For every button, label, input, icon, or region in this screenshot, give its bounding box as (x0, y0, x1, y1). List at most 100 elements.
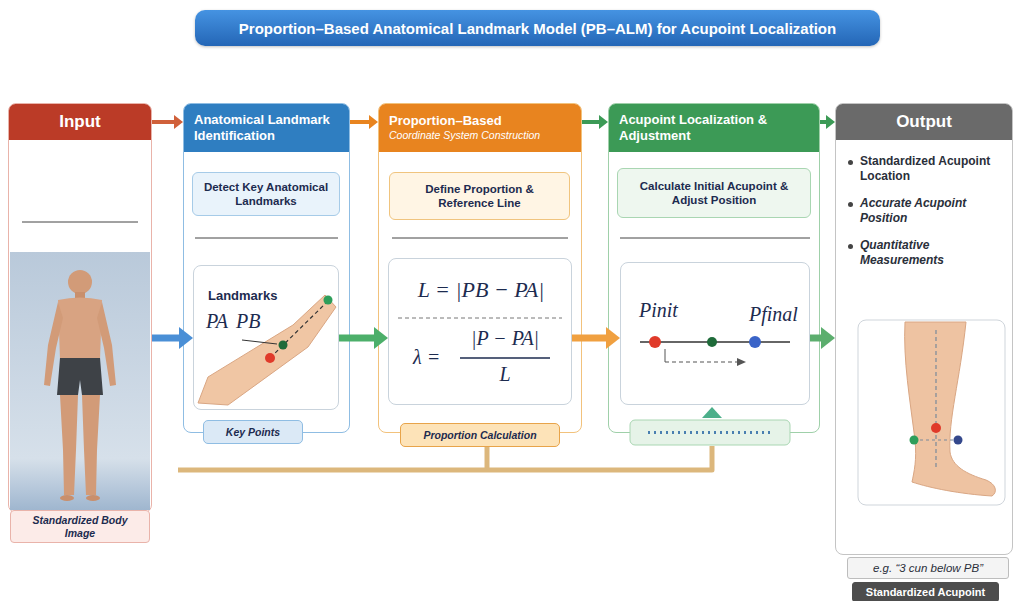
formula-panel: L = |PB − PA| λ = |P − PA| L (388, 258, 572, 405)
arm-illustration-part (265, 353, 275, 363)
formula: λ = (413, 346, 440, 369)
example-note: e.g. “3 cun below PB” (847, 557, 1009, 579)
arrow-shaft (152, 335, 179, 342)
arrow-shaft (810, 335, 821, 342)
adjustment-illustration-part (737, 358, 746, 366)
bullet-text: Standardized Acupoint Location (860, 154, 1004, 184)
adjustment-illustration-part (707, 337, 717, 347)
caption-text: Standardized Body Image (17, 514, 143, 539)
arrow-head (174, 115, 183, 129)
arm-illustration-part (324, 296, 333, 305)
column-title: Anatomical Landmark Identification (194, 112, 339, 143)
feedback-line (178, 446, 712, 470)
text-anchor: L (455, 363, 555, 386)
column-divider-part (22, 222, 138, 223)
result-tab: Standardized Acupoint (852, 582, 999, 601)
bullet-dot (848, 202, 853, 207)
arrow-shaft (350, 120, 369, 124)
text-anchor: |P − PA| (455, 327, 555, 350)
illustration-panel: LandmarksPAPB (193, 265, 339, 410)
stage-column: Anatomical Landmark IdentificationDetect… (183, 103, 350, 433)
arrow-head (821, 327, 835, 349)
leg-illustration-part (905, 322, 996, 496)
formula-rules-part (460, 357, 550, 358)
arrow-shaft (152, 120, 174, 124)
bullet-text: Quantitative Measurements (860, 238, 1004, 268)
arrow-head (606, 327, 620, 349)
body-figure-part (82, 395, 100, 495)
column-header: Anatomical Landmark Identification (184, 104, 349, 152)
flow-arrow (152, 327, 193, 349)
column-header: Output (836, 104, 1012, 140)
note-text: e.g. “3 cun below PB” (873, 562, 983, 574)
text-anchor: PB (236, 310, 260, 333)
text-anchor: λ = (413, 346, 440, 369)
point-label: Pfinal (749, 303, 798, 326)
column-title: Output (896, 112, 952, 132)
stage-column: Acupoint Localization & AdjustmentCalcul… (608, 103, 820, 433)
leg-illustration-part (935, 330, 936, 470)
body-figure-part (68, 270, 92, 294)
point-label: PA (206, 310, 228, 333)
input-column: InputStandardized Body Image (8, 103, 152, 513)
body-figure-part (44, 302, 63, 386)
adjustment-illustration (640, 336, 790, 366)
leg-illustration-part (954, 436, 963, 445)
arrow-shaft (820, 120, 826, 124)
flow-arrow (582, 115, 608, 129)
step-text: Detect Key Anatomical Landmarks (199, 180, 333, 209)
adjustment-illustration-part (749, 336, 761, 348)
column-divider (22, 222, 810, 238)
flow-arrow (152, 115, 183, 129)
text-anchor: L = |PB − PA| (389, 277, 573, 303)
feedback-tab-part (648, 431, 772, 434)
column-divider-part (620, 238, 810, 239)
flow-arrow (339, 327, 388, 349)
column-title: Input (59, 112, 101, 132)
point-label: PB (236, 310, 260, 333)
column-title: Coordinate System Construction (389, 129, 571, 143)
feedback-line-part (485, 447, 490, 470)
leg-illustration (858, 320, 1005, 505)
arm-illustration-part (279, 341, 288, 350)
caption-text: Proportion Calculation (423, 429, 536, 442)
arrow-head (826, 115, 835, 129)
flow-arrow (810, 327, 835, 349)
step-box: Calculate Initial Acupoint & Adjust Posi… (617, 168, 811, 218)
bullet-item: Accurate Acupoint Position (848, 196, 1004, 226)
step-box: Detect Key Anatomical Landmarks (192, 172, 340, 216)
flow-arrow (350, 115, 378, 129)
arrow-shaft (339, 335, 374, 342)
column-divider-part (392, 238, 568, 239)
formula-rules (398, 318, 562, 358)
adjustment-illustration-part (665, 349, 666, 362)
step-text: Define Proportion & Reference Line (396, 182, 563, 211)
body-figure-part (60, 395, 78, 495)
text-anchor: PA (206, 310, 228, 333)
flow-arrow (820, 115, 835, 129)
caption-tab: Standardized Body Image (10, 510, 150, 543)
adjustment-illustration-part (665, 361, 738, 362)
illustration-panel: Pinit Pfinal (620, 262, 810, 405)
feedback-tab-part (630, 420, 790, 445)
formula: L = |PB − PA| (389, 277, 573, 303)
body-figure-part (60, 495, 74, 501)
arrow-head (374, 327, 388, 349)
result-text: Standardized Acupoint (866, 586, 985, 598)
step-text: Calculate Initial Acupoint & Adjust Posi… (624, 179, 804, 208)
body-figure-part (57, 358, 103, 395)
column-header: Acupoint Localization & Adjustment (609, 104, 819, 152)
feedback-line-part (178, 446, 712, 470)
bullet-item: Quantitative Measurements (848, 238, 1004, 268)
leg-illustration-part (931, 423, 941, 433)
formula: |P − PA| (455, 327, 555, 350)
bullet-dot (848, 160, 853, 165)
text-anchor: Pinit (639, 299, 678, 322)
body-figure-part (58, 298, 102, 361)
column-divider-part (195, 238, 338, 239)
arrow-head (369, 115, 378, 129)
caption-tab: Key Points (203, 420, 303, 444)
body-figure-part (75, 292, 85, 301)
text-anchor: Pfinal (749, 303, 798, 326)
caption-tab: Proportion Calculation (400, 423, 560, 447)
